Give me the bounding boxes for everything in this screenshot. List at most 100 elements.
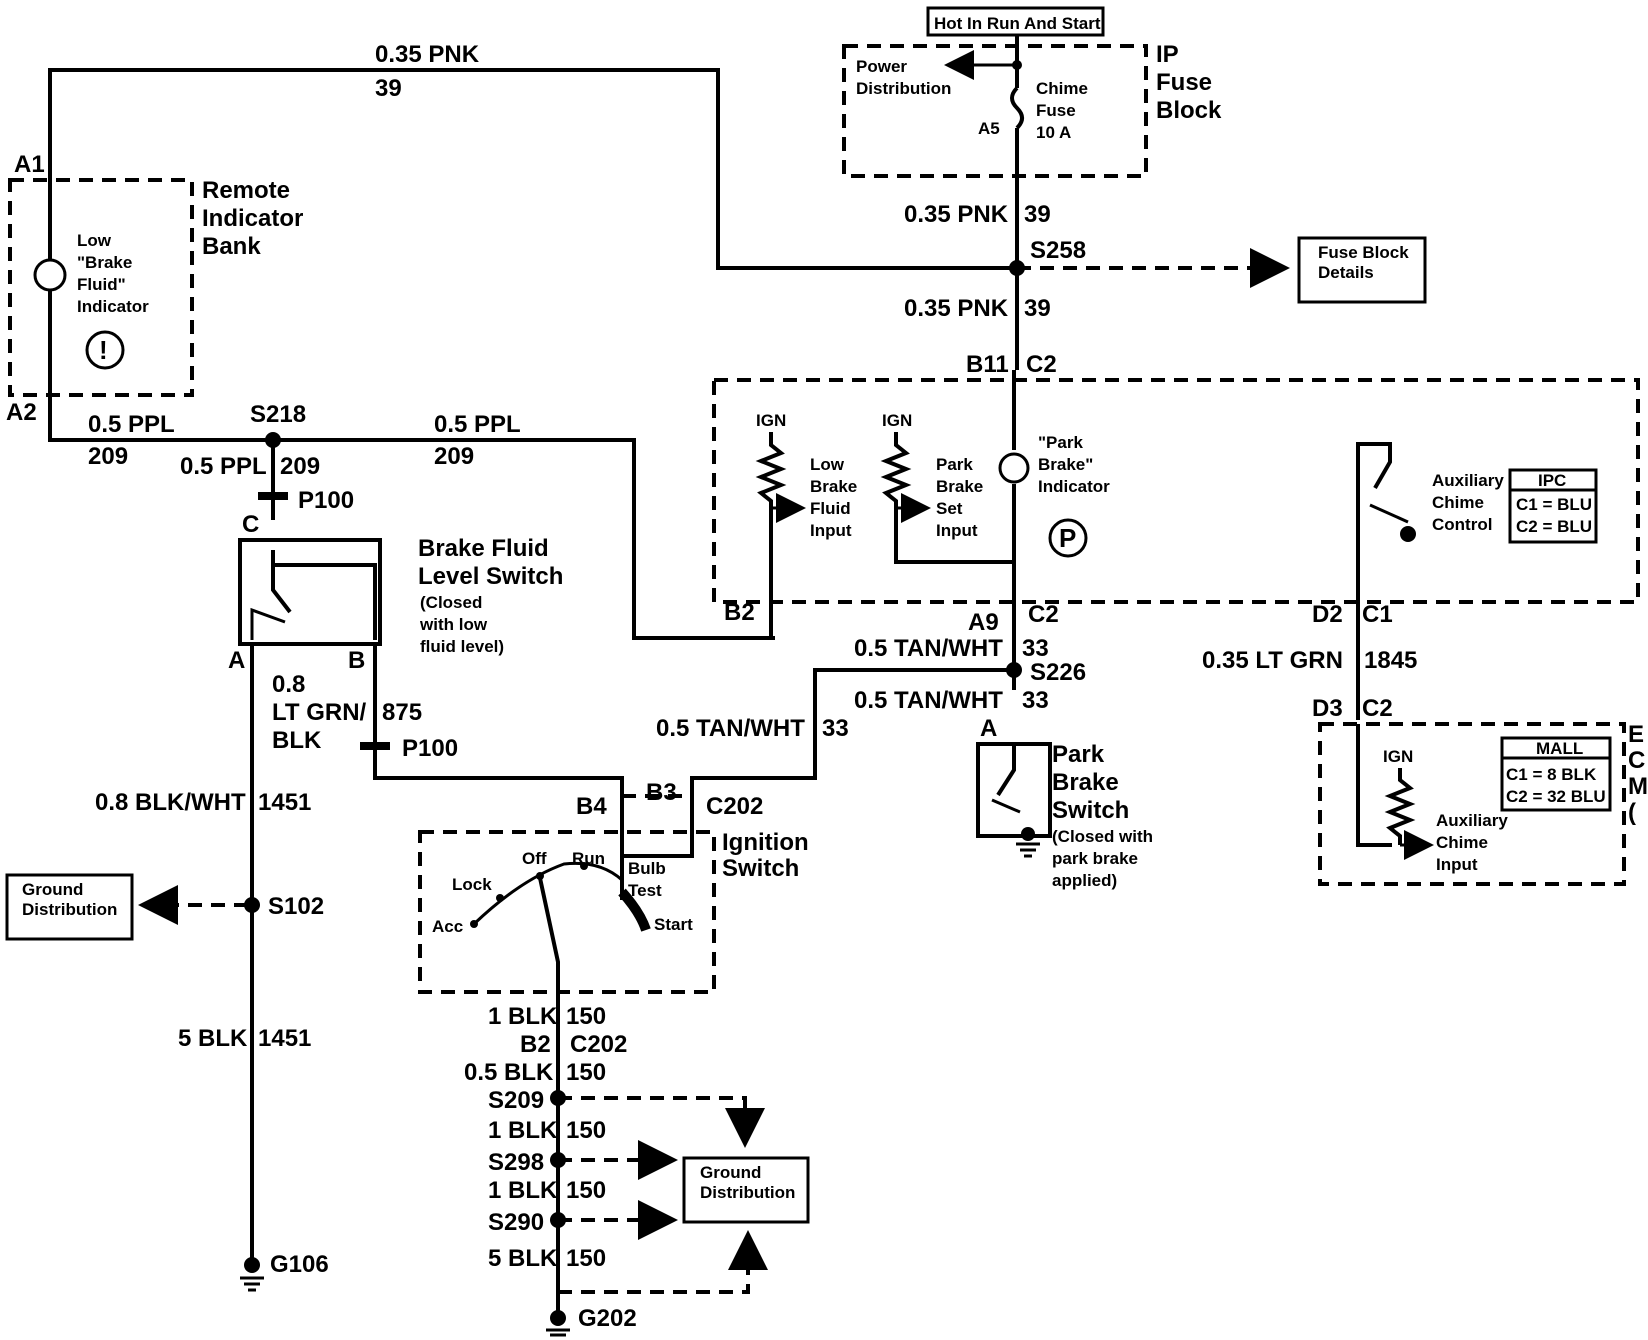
svg-text:C2 = BLU: C2 = BLU <box>1516 517 1592 536</box>
wire-ltgrn: 0.35 LT GRN <box>1202 647 1343 674</box>
wire-g3: 1 BLK <box>488 1117 558 1144</box>
wire-pnk-b-num: 39 <box>1024 295 1051 322</box>
splice-s226-label: S226 <box>1030 659 1086 686</box>
conn-c1: C1 <box>1362 601 1393 628</box>
svg-text:Indicator: Indicator <box>202 205 303 232</box>
wire-g4: 1 BLK <box>488 1177 558 1204</box>
wire-g1-num: 150 <box>566 1003 606 1030</box>
svg-text:(: ( <box>1628 799 1636 826</box>
svg-text:Park: Park <box>1052 741 1105 768</box>
svg-text:Brake Fluid: Brake Fluid <box>418 535 549 562</box>
conn-c2a: C2 <box>1026 351 1057 378</box>
wire-tan2: 0.5 TAN/WHT <box>854 687 1003 714</box>
svg-text:Control: Control <box>1432 515 1492 534</box>
wire-ltgrnblk-num: 875 <box>382 699 422 726</box>
remote-indicator-bank: Remote Indicator Bank Low "Brake Fluid" … <box>8 165 303 397</box>
wire-g5: 5 BLK <box>488 1245 558 1272</box>
svg-text:Details: Details <box>1318 263 1374 282</box>
svg-text:Lock: Lock <box>452 875 492 894</box>
conn-a9: A9 <box>968 609 999 636</box>
svg-text:10 A: 10 A <box>1036 123 1071 142</box>
splice-s258-label: S258 <box>1030 237 1086 264</box>
wire-g4-num: 150 <box>566 1177 606 1204</box>
park-brake-switch: Park Brake Switch (Closed with park brak… <box>976 741 1153 890</box>
conn-p100-a: P100 <box>298 487 354 514</box>
ground-g202: G202 <box>578 1305 637 1332</box>
wire-pnk-39-top <box>48 68 1017 270</box>
wire-g2-num: 150 <box>566 1059 606 1086</box>
svg-text:"Brake: "Brake <box>77 253 132 272</box>
conn-c: C <box>242 511 259 538</box>
wire-tan1: 0.5 TAN/WHT <box>854 635 1003 662</box>
wire-ppl-down-num: 209 <box>280 453 320 480</box>
conn-a: A <box>228 647 245 674</box>
svg-text:C1 = BLU: C1 = BLU <box>1516 495 1592 514</box>
svg-text:Low: Low <box>810 455 845 474</box>
svg-text:Bulb: Bulb <box>628 859 666 878</box>
ground-distribution-left[interactable]: Ground Distribution <box>5 873 134 941</box>
svg-text:IPC: IPC <box>1538 471 1566 490</box>
conn-a-park: A <box>980 715 997 742</box>
svg-text:MALL: MALL <box>1536 739 1583 758</box>
svg-text:IGN: IGN <box>1383 747 1413 766</box>
svg-text:with low: with low <box>419 615 488 634</box>
svg-text:Brake: Brake <box>936 477 983 496</box>
wire-g1: 1 BLK <box>488 1003 558 1030</box>
svg-text:Auxiliary: Auxiliary <box>1432 471 1504 490</box>
svg-text:P: P <box>1059 523 1076 553</box>
svg-text:Park: Park <box>936 455 973 474</box>
fuse-block-details-box[interactable]: Fuse Block Details <box>1297 236 1427 304</box>
svg-text:Acc: Acc <box>432 917 463 936</box>
svg-text:C2 = 32 BLU: C2 = 32 BLU <box>1506 787 1606 806</box>
svg-text:Remote: Remote <box>202 177 290 204</box>
wire-blk5: 5 BLK <box>178 1025 248 1052</box>
wire-ltgrnblk-l2: LT GRN/ <box>272 699 367 726</box>
svg-text:Bank: Bank <box>202 233 261 260</box>
svg-text:Brake: Brake <box>1052 769 1119 796</box>
conn-c2c: C2 <box>1362 695 1393 722</box>
ignition-switch: Ignition Switch Lock Off Run Acc Bulb Te… <box>418 808 809 994</box>
conn-b11: B11 <box>966 351 1009 378</box>
svg-text:Fluid: Fluid <box>810 499 851 518</box>
svg-text:Input: Input <box>936 521 978 540</box>
svg-text:Fuse: Fuse <box>1036 101 1076 120</box>
svg-text:(Closed: (Closed <box>420 593 482 612</box>
svg-text:Input: Input <box>1436 855 1478 874</box>
conn-b3: B3 <box>646 779 677 806</box>
svg-text:Ground: Ground <box>700 1163 761 1182</box>
splice-s102 <box>244 897 260 913</box>
svg-text:Indicator: Indicator <box>77 297 149 316</box>
wire-ppl-down: 0.5 PPL <box>180 453 267 480</box>
wire-ltgrnblk-l1: 0.8 <box>272 671 305 698</box>
svg-text:Fuse Block: Fuse Block <box>1318 243 1409 262</box>
conn-p100-b: P100 <box>402 735 458 762</box>
conn-d3: D3 <box>1312 695 1343 722</box>
svg-text:Brake": Brake" <box>1038 455 1093 474</box>
svg-text:Off: Off <box>522 849 547 868</box>
wire-pnk-top-label: 0.35 PNK <box>375 41 480 68</box>
svg-text:C1 = 8 BLK: C1 = 8 BLK <box>1506 765 1597 784</box>
wire-ppl-right: 0.5 PPL <box>434 411 521 438</box>
svg-text:Block: Block <box>1156 97 1222 124</box>
ipc-module: IGN IGN Low Brake Fluid Input Park Brake… <box>712 378 1640 604</box>
ip-fuse-block: IP Fuse Block Power Distribution Chime F… <box>842 36 1222 180</box>
conn-b2: B2 <box>724 599 755 626</box>
conn-b4: B4 <box>576 793 607 820</box>
splice-s218-label: S218 <box>250 401 306 428</box>
svg-text:IP: IP <box>1156 41 1179 68</box>
splice-s102-label: S102 <box>268 893 324 920</box>
svg-text:applied): applied) <box>1052 871 1117 890</box>
conn-b2-low: B2 <box>520 1031 551 1058</box>
conn-b: B <box>348 647 365 674</box>
ground-distribution-bottom[interactable]: Ground Distribution <box>682 1156 810 1224</box>
svg-text:Distribution: Distribution <box>856 79 951 98</box>
svg-text:Power: Power <box>856 57 907 76</box>
svg-text:Start: Start <box>654 915 693 934</box>
wire-blkwht: 0.8 BLK/WHT <box>95 789 246 816</box>
brake-fluid-level-switch: Brake Fluid Level Switch (Closed with lo… <box>238 535 563 656</box>
svg-text:Ground: Ground <box>22 880 83 899</box>
mall-module: IGN Auxiliary Chime Input MALL C1 = 8 BL… <box>1318 721 1648 886</box>
svg-text:Auxiliary: Auxiliary <box>1436 811 1508 830</box>
svg-text:Input: Input <box>810 521 852 540</box>
